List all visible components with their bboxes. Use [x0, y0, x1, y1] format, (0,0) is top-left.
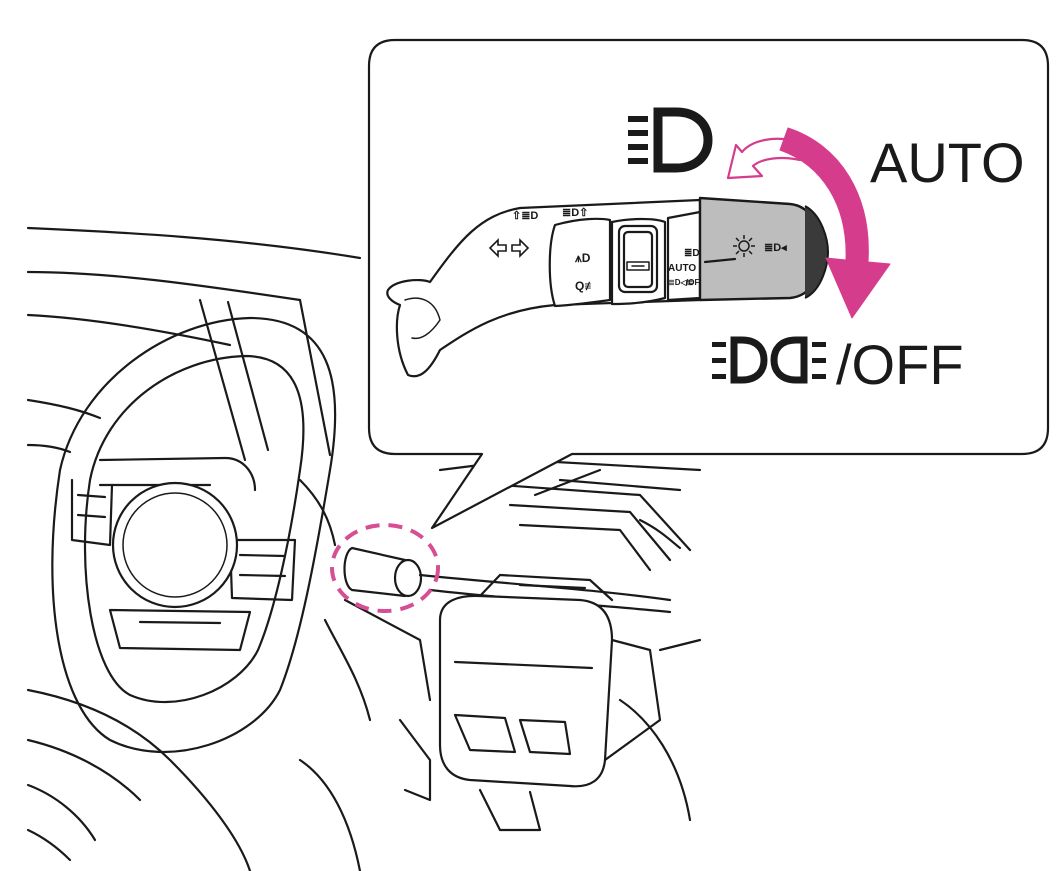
turn-signal-arrows-icon — [488, 238, 530, 258]
auto-light-sensor-icon — [733, 235, 755, 257]
stalk-auto-mark: AUTO — [668, 263, 696, 274]
stalk-off-mark: /OFF — [686, 278, 704, 287]
headlamp-mark-on-stalk: ≣D — [684, 248, 700, 259]
rear-fog-lamp-icon: Q≢ — [575, 279, 596, 293]
off-label: /OFF — [836, 333, 964, 396]
stalk-parking-mark: ≣D◁≣ — [668, 277, 694, 287]
rotate-down-arrow — [779, 127, 891, 319]
lever-highlight-circle — [330, 523, 440, 613]
knob-headlamp-mark: ≣D◂ — [764, 242, 787, 254]
fog-lamp-icon: ⩚D — [574, 251, 591, 265]
auto-label: AUTO — [870, 131, 1025, 194]
parking-position-lamp-icon — [712, 336, 826, 384]
light-switch-knob[interactable] — [698, 196, 824, 302]
svg-text:≣D⇧: ≣D⇧ — [562, 207, 588, 219]
headlamp-low-beam-icon — [628, 107, 713, 173]
light-stalk-closeup: ⇧≣D ≣D⇧ ⩚D Q≢ ≣D AUTO ≣D◁≣ /OFF — [386, 196, 830, 378]
dashboard-illustration — [26, 226, 702, 871]
rotation-arrows — [726, 127, 891, 319]
svg-text:⇧≣D: ⇧≣D — [512, 210, 538, 222]
